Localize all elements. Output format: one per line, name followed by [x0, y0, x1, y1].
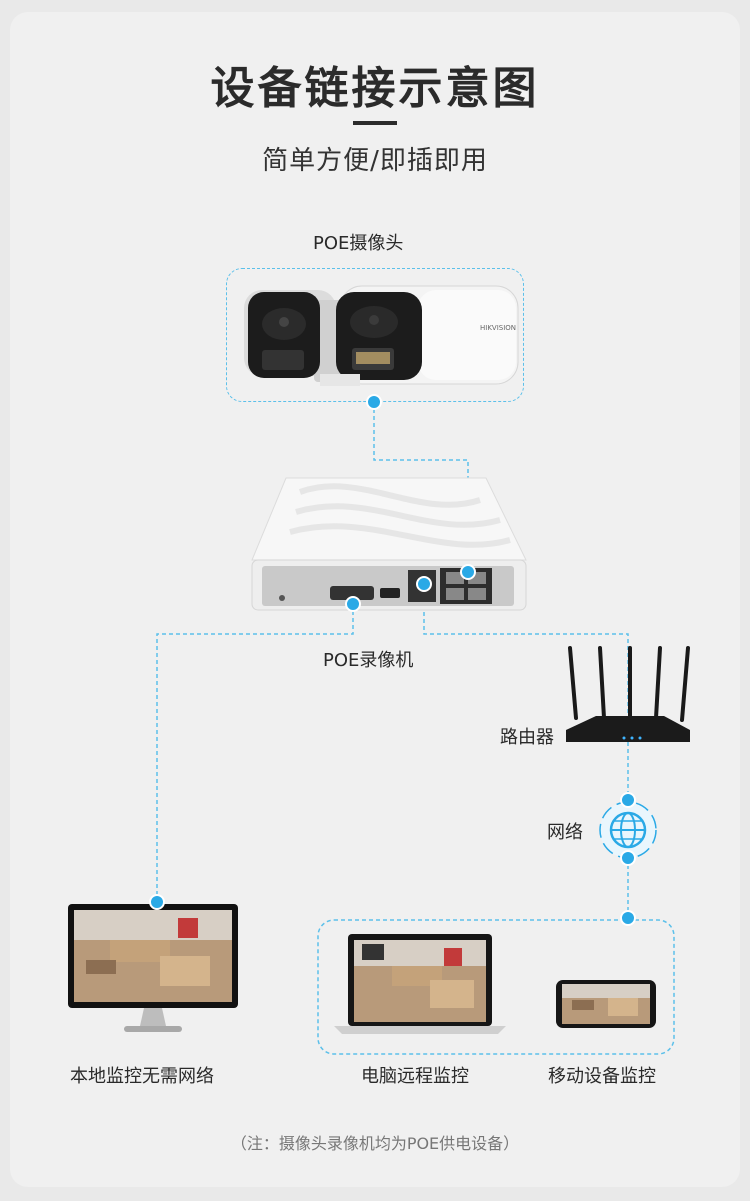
router-label: 路由器: [500, 727, 554, 748]
page-subtitle: 简单方便/即插即用: [262, 146, 488, 176]
mobile-remote-label: 移动设备监控: [548, 1066, 656, 1087]
dot-nvr-vga: [345, 596, 361, 612]
camera-label: POE摄像头: [313, 233, 404, 254]
pc-remote-label: 电脑远程监控: [361, 1066, 469, 1087]
nvr-label: POE录像机: [323, 650, 414, 671]
dot-camera: [366, 394, 382, 410]
nvr-image: [251, 477, 527, 611]
line-camera-nvr: [373, 402, 469, 572]
local-monitor-image: [68, 904, 238, 1032]
dot-network-top: [620, 792, 636, 808]
router-image: [566, 646, 690, 742]
camera-brand-text: HIKVISION: [480, 324, 516, 332]
dot-monitor: [149, 894, 165, 910]
local-monitor-label: 本地监控无需网络: [70, 1066, 214, 1087]
network-label: 网络: [547, 822, 583, 843]
camera-image: HIKVISION: [244, 285, 519, 386]
laptop-image: [334, 934, 506, 1034]
network-globe-icon: [599, 801, 657, 859]
dot-nvr-port: [460, 564, 476, 580]
title-underline: [353, 121, 397, 125]
page-title: 设备链接示意图: [210, 63, 540, 114]
dot-network-bottom: [620, 850, 636, 866]
phone-image: [556, 980, 656, 1028]
remote-group-box: [317, 919, 675, 1055]
dot-nvr-lan: [416, 576, 432, 592]
footer-note: （注：摄像头录像机均为POE供电设备）: [230, 1134, 520, 1153]
dot-remote-box: [620, 910, 636, 926]
line-nvr-monitor: [156, 604, 354, 902]
